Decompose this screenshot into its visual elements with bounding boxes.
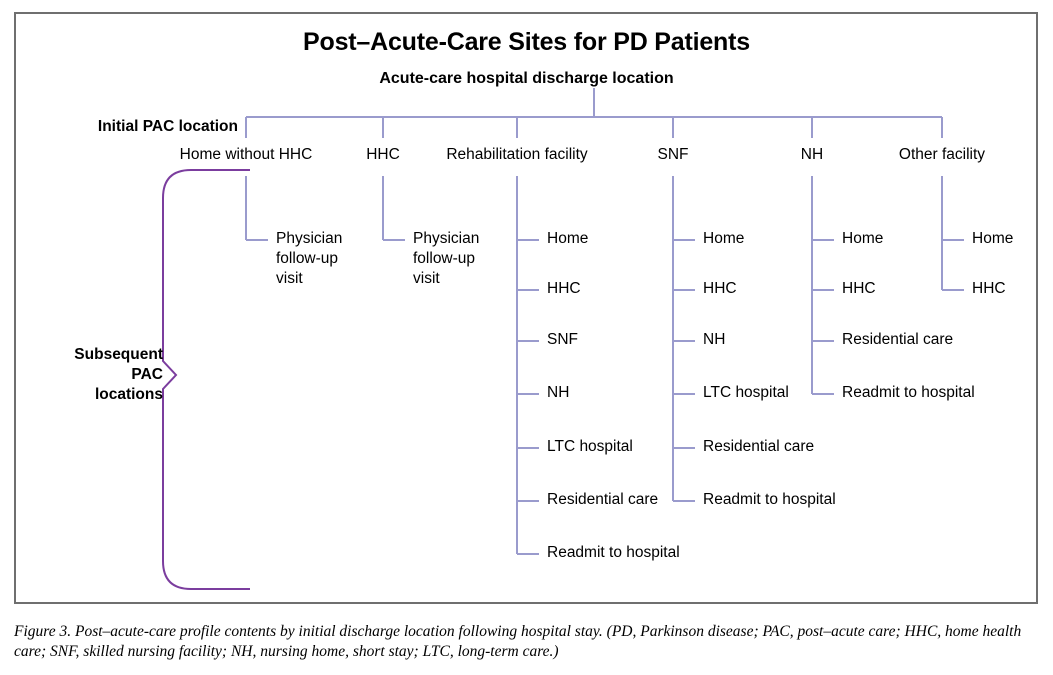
item-snf-1: Home (703, 230, 745, 247)
item-snf-6: Readmit to hospital (703, 491, 836, 508)
item-other-facility-2: HHC (972, 280, 1006, 297)
item-rehabilitation-facility-6: Residential care (547, 491, 659, 508)
item-rehabilitation-facility-2: HHC (547, 280, 581, 297)
item-rehabilitation-facility-5: LTC hospital (547, 438, 633, 455)
column-label-snf: SNF (657, 146, 689, 163)
column-label-home-without-hhc: Home without HHC (179, 146, 313, 163)
item-nh-1: Home (842, 230, 884, 247)
column-label-nh: NH (800, 146, 824, 163)
item-rehabilitation-facility-1: Home (547, 230, 589, 247)
figure-caption: Figure 3. Post–acute-care profile conten… (14, 623, 1022, 661)
item-rehabilitation-facility-7: Readmit to hospital (547, 544, 680, 561)
item-nh-4: Readmit to hospital (842, 384, 975, 401)
row-label-subsequent-pac: Subsequent PAC locations (74, 346, 163, 403)
figure-border (14, 12, 1038, 604)
page-title: Post–Acute-Care Sites for PD Patients (303, 28, 750, 56)
item-rehabilitation-facility-3: SNF (547, 331, 578, 348)
item-nh-3: Residential care (842, 331, 954, 348)
column-label-hhc: HHC (366, 146, 400, 163)
item-home-without-hhc-1: Physician follow-up visit (276, 230, 343, 287)
item-snf-4: LTC hospital (703, 384, 789, 401)
item-nh-2: HHC (842, 280, 876, 297)
column-label-other-facility: Other facility (898, 146, 986, 163)
item-snf-2: HHC (703, 280, 737, 297)
item-other-facility-1: Home (972, 230, 1014, 247)
item-hhc-1: Physician follow-up visit (413, 230, 480, 287)
item-snf-5: Residential care (703, 438, 815, 455)
row-label-initial-pac: Initial PAC location (97, 118, 238, 135)
item-snf-3: NH (703, 331, 726, 348)
figure-subtitle: Acute-care hospital discharge location (379, 70, 674, 87)
item-rehabilitation-facility-4: NH (547, 384, 570, 401)
column-label-rehabilitation-facility: Rehabilitation facility (446, 146, 588, 163)
